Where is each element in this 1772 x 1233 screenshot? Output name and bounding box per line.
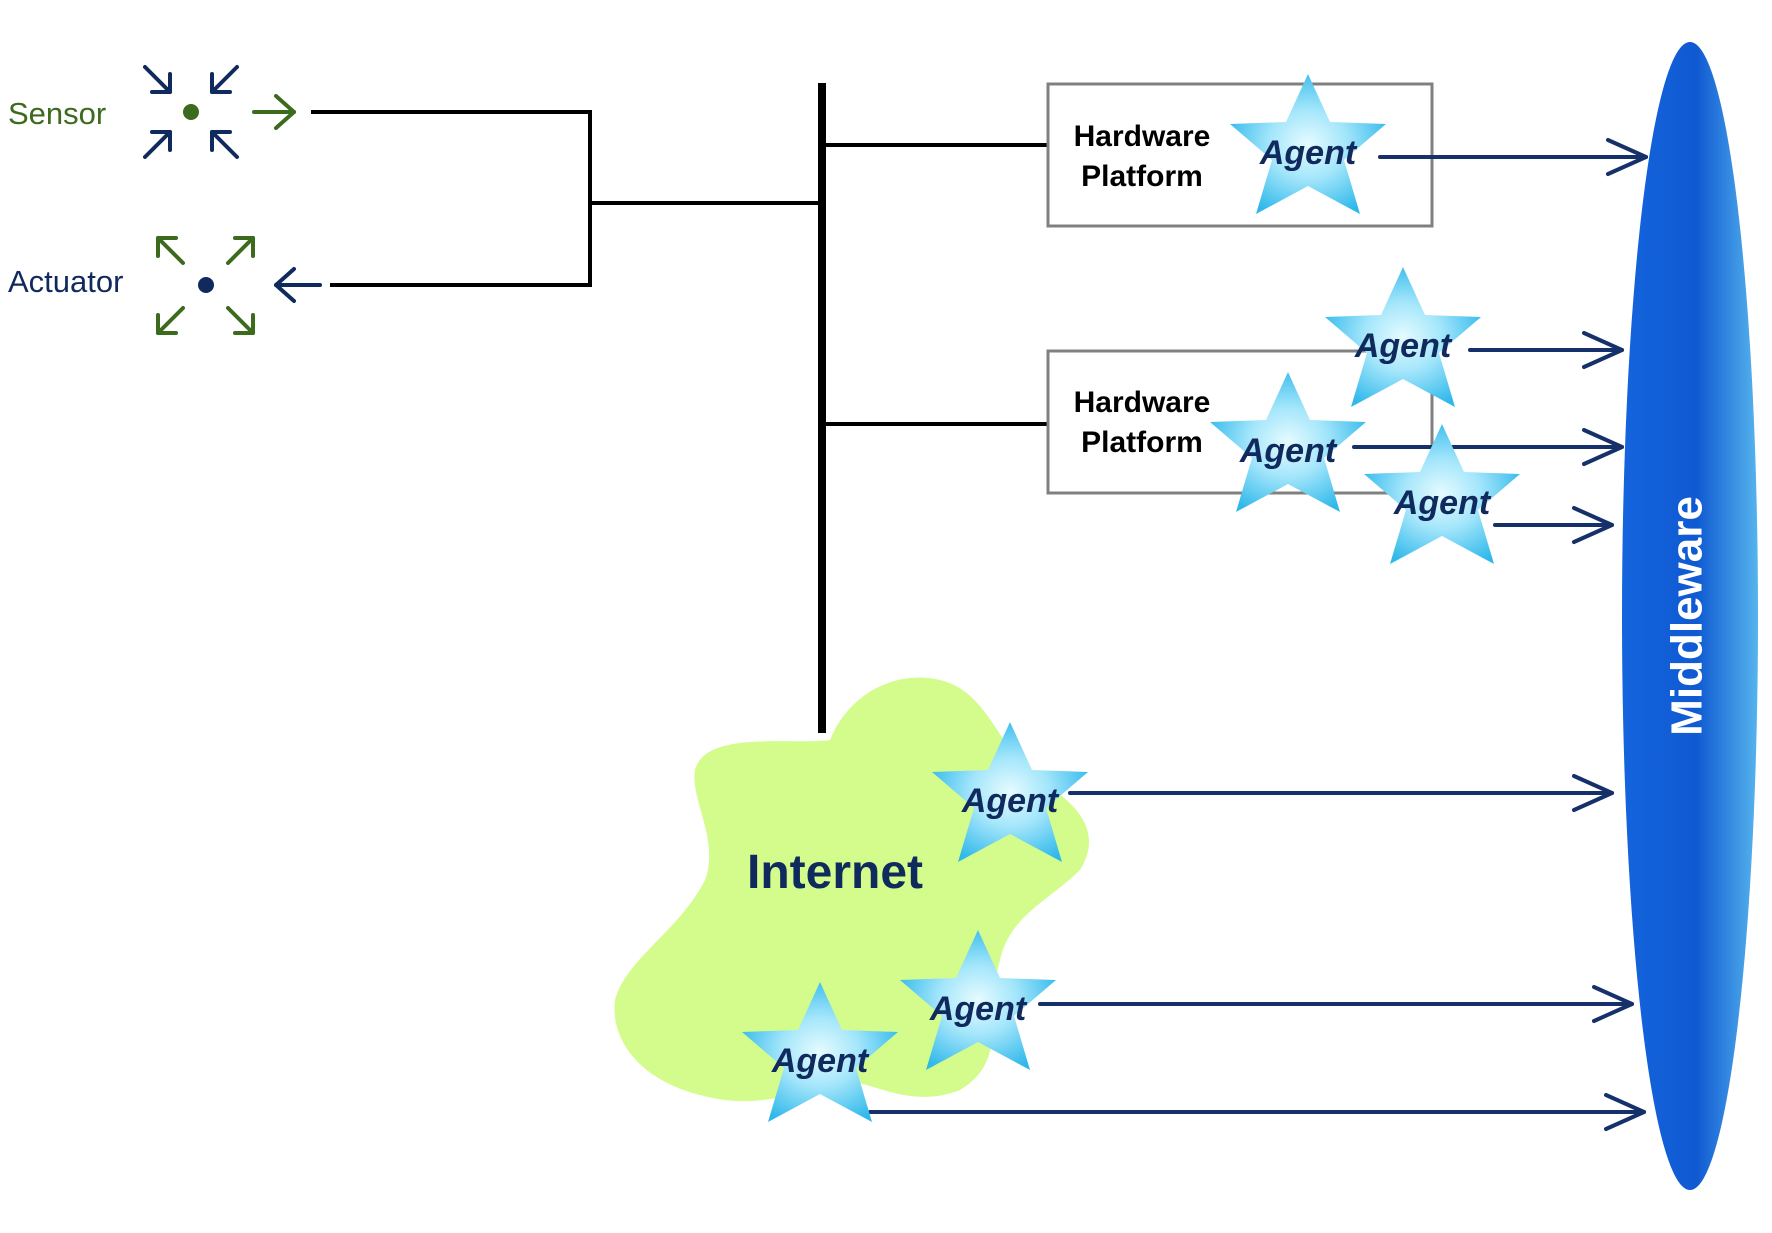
agent-label: Agent (929, 990, 1028, 1028)
actuator-label: Actuator (8, 264, 123, 299)
sensor-actuator-wiring (311, 110, 822, 287)
agent-star: Agent (1230, 74, 1386, 214)
sensor-label: Sensor (8, 96, 106, 131)
middleware: Middleware (1622, 42, 1758, 1190)
agent-label: Agent (1239, 432, 1338, 470)
inward-arrows-icon (143, 65, 296, 159)
agent-star: Agent (900, 930, 1056, 1070)
arrow-agent-4 (1493, 506, 1614, 544)
hardware-platform-line1: Hardware (1074, 386, 1211, 419)
middleware-ellipse (1622, 42, 1758, 1190)
arrow-agent-5 (1068, 774, 1614, 812)
hardware-platform-line1: Hardware (1074, 120, 1211, 153)
middleware-label: Middleware (1663, 496, 1712, 736)
agent-star: Agent (932, 722, 1088, 862)
agent-label: Agent (1354, 327, 1453, 365)
agent-label: Agent (1393, 484, 1492, 522)
agent-star: Agent (742, 982, 898, 1122)
actuator-input-arrow (274, 267, 322, 303)
agent-star: Agent (1325, 267, 1481, 407)
agent-label: Agent (961, 782, 1060, 820)
sensor-output-arrow (252, 94, 296, 130)
hardware-platform-1: Hardware Platform (1046, 82, 1434, 228)
arrow-agent-6 (1038, 985, 1634, 1023)
hardware-platform-line2: Platform (1081, 426, 1203, 459)
arrow-agent-7 (868, 1093, 1646, 1131)
arrow-agent-1 (1378, 138, 1648, 176)
hardware-platform-line2: Platform (1081, 160, 1203, 193)
agent-star: Agent (1210, 372, 1366, 512)
agent-label: Agent (1259, 134, 1358, 172)
agent-label: Agent (771, 1042, 870, 1080)
agent-arrows (868, 138, 1648, 1131)
internet-label: Internet (747, 846, 923, 899)
outward-arrows-icon (156, 236, 322, 335)
hardware-platform-box (1046, 82, 1434, 228)
agent-star: Agent (1364, 424, 1520, 564)
arrow-agent-2 (1468, 331, 1624, 369)
arrow-agent-3 (1352, 428, 1624, 466)
